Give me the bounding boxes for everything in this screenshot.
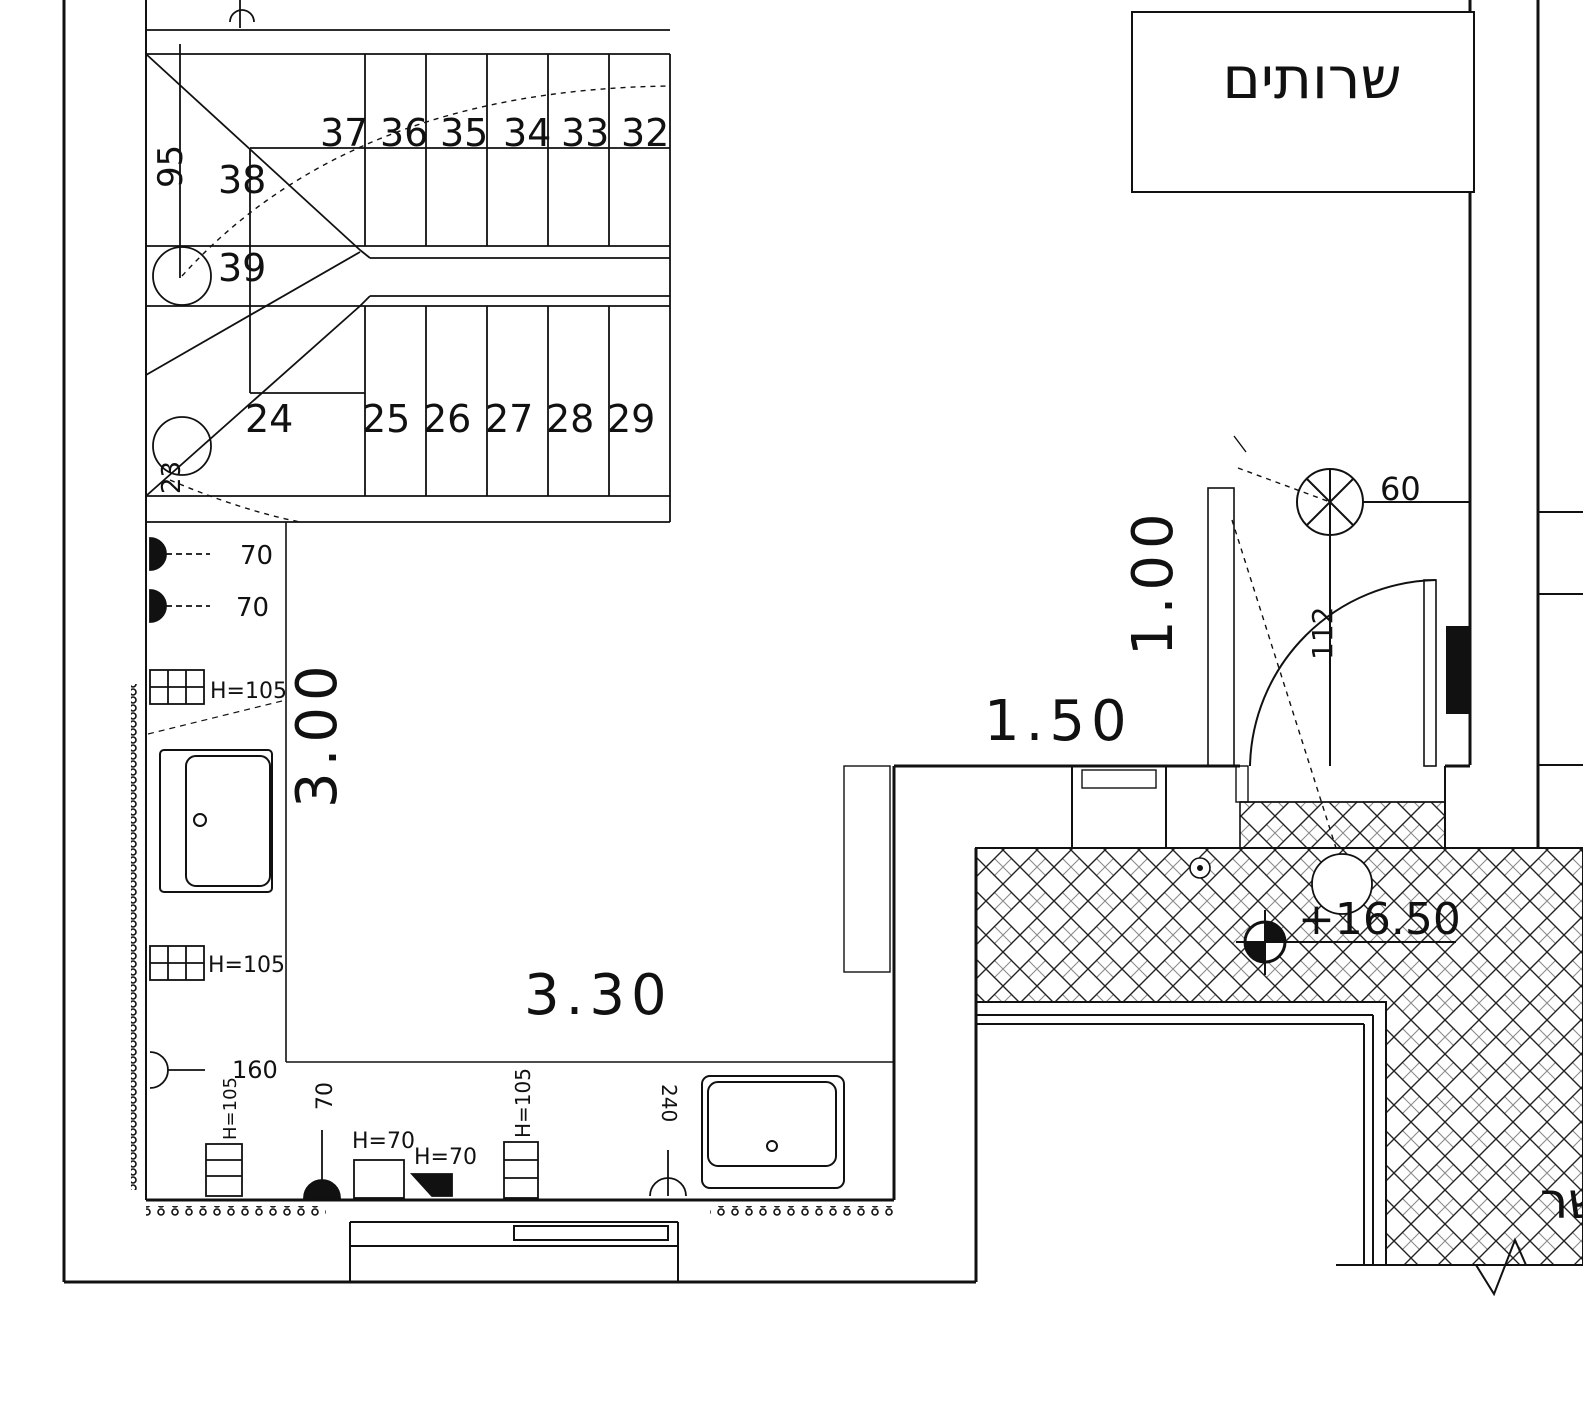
dim-room-height: 3.00 [285, 659, 350, 808]
bridge-label: גשר [1540, 1172, 1583, 1230]
fixture-height-11: 240 [657, 1084, 681, 1122]
stair-numbers-top: 37 36 35 34 33 32 [320, 111, 669, 155]
stair-width-95: 95 [151, 145, 191, 188]
dim-door-side: 60 [1380, 470, 1421, 508]
ceiling-light-icon [1296, 468, 1470, 766]
fixture-height-2: 70 [236, 593, 269, 623]
level-value: +16.50 [1298, 894, 1461, 945]
fixture-height-6: H=105 [220, 1077, 241, 1140]
step-34: 34 [503, 111, 551, 155]
hatched-corridor [974, 801, 1583, 1297]
electrical-outlets [147, 537, 687, 1199]
step-28: 28 [546, 397, 594, 441]
stair-numbers-landing: 38 39 95 23 [151, 145, 266, 494]
step-25: 25 [362, 397, 410, 441]
sink-left-icon [159, 749, 273, 893]
fixture-height-5: 160 [232, 1056, 278, 1084]
dim-height-right: 1.00 [1121, 507, 1186, 656]
step-24: 24 [245, 397, 293, 441]
step-37: 37 [320, 111, 368, 155]
dimension-labels: 60 112 1.00 1.50 3.00 3.30 [285, 470, 1421, 1028]
step-38: 38 [218, 158, 266, 202]
stair-numbers-bottom: 24 25 26 27 28 29 [245, 397, 655, 441]
fixture-height-4: H=105 [208, 953, 285, 978]
step-26: 26 [423, 397, 471, 441]
fixture-height-9: H=70 [414, 1145, 477, 1170]
fixture-height-7: 70 [313, 1082, 338, 1110]
step-36: 36 [380, 111, 428, 155]
room-label-box: שרותים [1131, 11, 1475, 193]
step-39: 39 [218, 246, 266, 290]
bottom-window [349, 1221, 679, 1282]
dim-width-top: 1.50 [984, 689, 1133, 754]
step-29: 29 [607, 397, 655, 441]
step-32: 32 [621, 111, 669, 155]
level-marker: +16.50 [1189, 853, 1461, 975]
step-35: 35 [440, 111, 488, 155]
fixture-height-3: H=105 [210, 679, 287, 704]
fixture-height-1: 70 [240, 541, 273, 571]
fixture-height-10: H=105 [511, 1068, 535, 1138]
fixture-heights: 70 70 H=105 H=105 160 H=105 70 H=70 H=70… [208, 541, 681, 1170]
wall-heating-strip [131, 684, 896, 1216]
dim-room-width: 3.30 [524, 963, 673, 1028]
bathroom-walls [145, 435, 1470, 1202]
dim-door-offset: 112 [1306, 607, 1339, 660]
staircase [145, 0, 671, 523]
room-name: שרותים [1222, 44, 1401, 112]
fixture-height-8: H=70 [352, 1129, 415, 1154]
step-23: 23 [157, 461, 187, 494]
step-33: 33 [561, 111, 609, 155]
step-27: 27 [485, 397, 533, 441]
sink-bottom-icon [701, 1075, 845, 1189]
